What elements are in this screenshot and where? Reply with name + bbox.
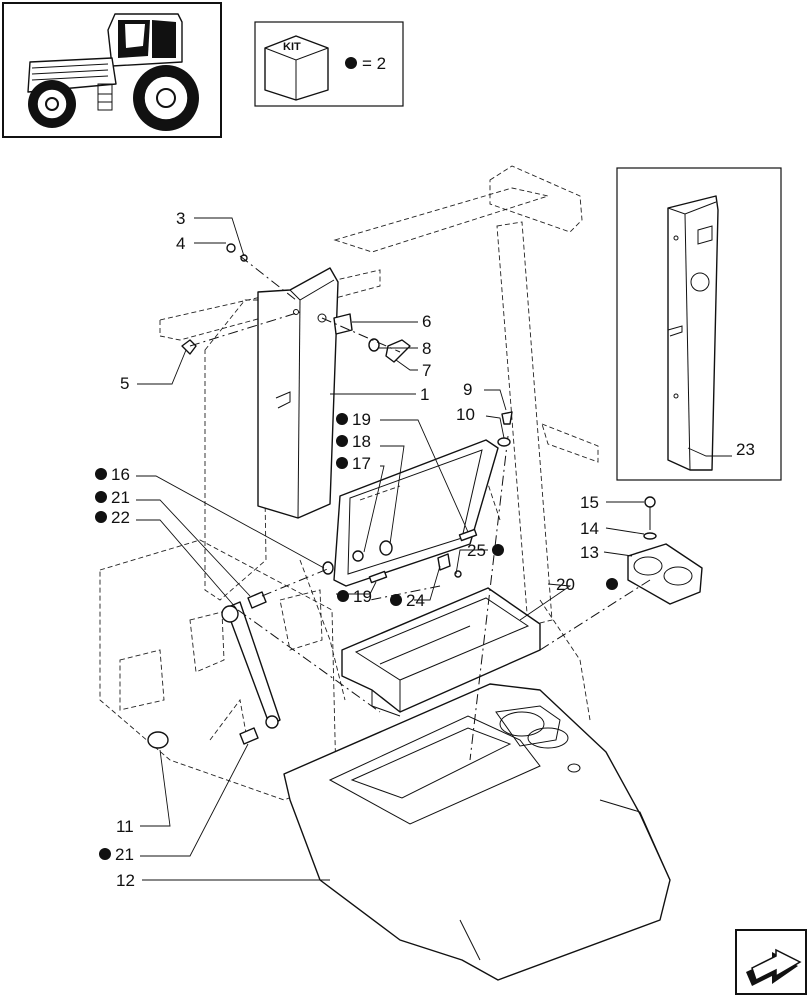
cup-holder-13: [627, 543, 703, 605]
callout-21-lower: 21: [115, 845, 134, 864]
latch-24: [437, 553, 462, 578]
washer-14: [643, 532, 657, 540]
callout-5: 5: [120, 374, 129, 393]
part-23-inset: [616, 167, 782, 481]
kit-bullet-icon: [95, 491, 107, 503]
callout-1: 1: [420, 385, 429, 404]
next-page-arrow-icon: [746, 948, 802, 986]
washer-8: [368, 338, 380, 352]
callout-9: 9: [463, 380, 472, 399]
tractor-thumbnail: [2, 2, 222, 138]
kit-box-icon: [264, 35, 329, 101]
callout-8: 8: [422, 339, 431, 358]
gas-strut-22: [221, 601, 281, 729]
kit-bullet-icon: [390, 594, 402, 606]
assembly-lines: [189, 255, 651, 761]
callout-21-upper: 21: [111, 488, 130, 507]
side-console-12: [283, 683, 671, 981]
ball-stud-21-lower: [239, 727, 259, 745]
tractor-icon: [27, 13, 199, 131]
washer-16: [322, 561, 334, 575]
callout-16: 16: [111, 465, 130, 484]
callout-4: 4: [176, 234, 185, 253]
kit-bullet-icon: [95, 511, 107, 523]
callout-13: 13: [580, 543, 599, 562]
kit-bullet-icon: [95, 468, 107, 480]
callout-15: 15: [580, 493, 599, 512]
callout-10: 10: [456, 405, 475, 424]
kit-bullet-icon: [337, 590, 349, 602]
callout-labels: 3 4 5 6 8 7 1 9 10 19 18 17 16 21 22 25 …: [95, 209, 755, 890]
storage-lid: [333, 439, 499, 587]
callout-11: 11: [116, 817, 134, 836]
kit-bullet-icon: [99, 848, 111, 860]
screw-4: [226, 243, 236, 253]
callout-19-upper: 19: [352, 410, 371, 429]
kit-bullet-icon: [336, 435, 348, 447]
callout-6: 6: [422, 312, 431, 331]
callout-25: 25: [467, 541, 486, 560]
callout-14: 14: [580, 519, 599, 538]
screw-9: [501, 411, 513, 425]
callout-7: 7: [422, 361, 431, 380]
washer-10: [497, 437, 511, 447]
kit-bullet-icon: [606, 578, 618, 590]
callout-22: 22: [111, 508, 130, 527]
kit-legend: KIT = 2: [254, 21, 404, 107]
leader-lines: [136, 217, 645, 881]
callout-17: 17: [352, 454, 371, 473]
kit-label: KIT: [283, 41, 301, 53]
kit-bullet-icon: [336, 413, 348, 425]
plug-5: [181, 339, 197, 355]
kit-bullet-icon: [492, 544, 504, 556]
callout-18: 18: [352, 432, 371, 451]
callout-23: 23: [736, 440, 755, 459]
next-page-button[interactable]: [735, 929, 807, 995]
storage-tray-20: [341, 587, 541, 717]
callout-12: 12: [116, 871, 135, 890]
callout-24: 24: [406, 591, 425, 610]
pillar-trim-1: [257, 267, 339, 519]
ball-stud-21-upper: [247, 591, 267, 609]
callout-19-lower: 19: [353, 587, 372, 606]
bumper-11: [147, 731, 169, 749]
pillar-trim-23-drawing: [667, 195, 719, 471]
callout-3: 3: [176, 209, 185, 228]
kit-bullet-icon: [336, 457, 348, 469]
callout-20: 20: [556, 575, 575, 594]
screw-15: [644, 496, 656, 530]
kit-bullet-icon: [345, 57, 357, 69]
kit-equals-text: = 2: [362, 54, 386, 73]
